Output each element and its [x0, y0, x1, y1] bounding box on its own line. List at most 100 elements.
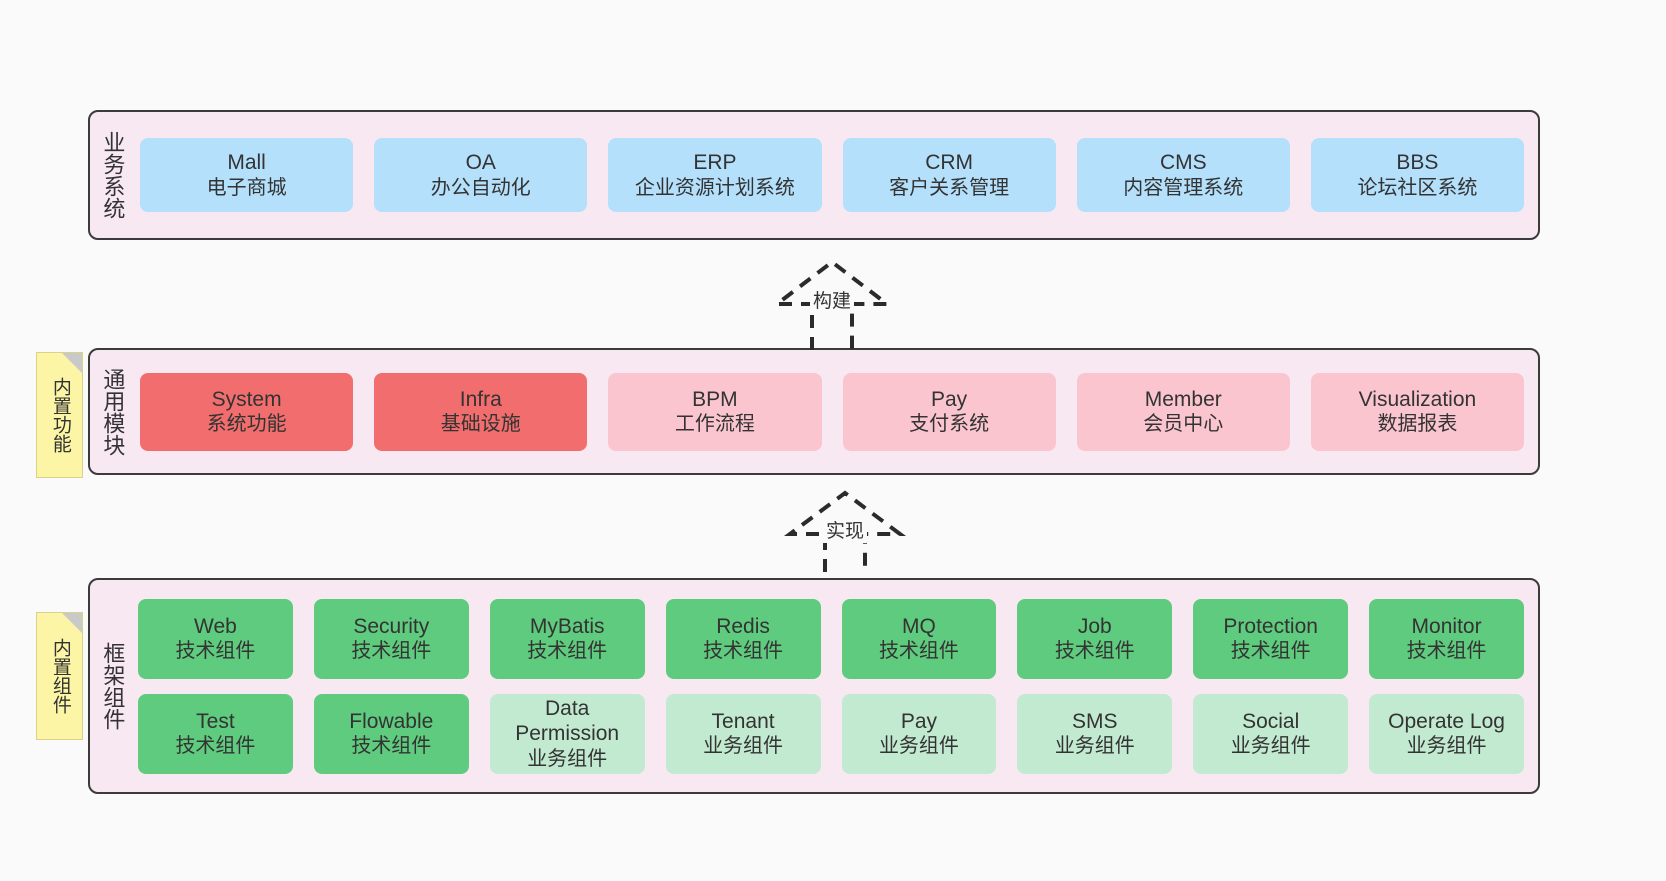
node-label-en: CMS: [1159, 151, 1207, 174]
node-label-cn: 论坛社区系统: [1357, 176, 1478, 199]
cell-row: Test 技术组件 Flowable 技术组件 Data Permission …: [138, 693, 1524, 774]
sticky-fold-icon: [62, 353, 82, 373]
node-redis[interactable]: Redis 技术组件: [665, 598, 821, 679]
node-label-en: ERP: [693, 151, 737, 174]
node-label-cn: 技术组件: [878, 640, 959, 663]
node-label-cn: 工作流程: [674, 413, 755, 436]
node-label-cn: 电子商城: [206, 176, 287, 199]
node-label-cn: 技术组件: [351, 735, 432, 758]
node-monitor[interactable]: Monitor 技术组件: [1369, 598, 1524, 679]
node-label-cn: 业务组件: [527, 747, 608, 770]
node-label-cn: 业务组件: [1406, 735, 1487, 758]
connector-implement-arrow: 实现: [770, 490, 920, 572]
connector-build-arrow: 构建: [757, 258, 907, 350]
node-job[interactable]: Job 技术组件: [1017, 598, 1173, 679]
node-label-en: Flowable: [349, 709, 434, 733]
node-infra[interactable]: Infra 基础设施: [374, 372, 588, 451]
node-label-en: Operate Log: [1388, 709, 1505, 733]
layer-common-modules: 通用模块 System 系统功能 Infra 基础设施 BPM 工作流程 Pay…: [88, 348, 1540, 475]
node-label-cn: 客户关系管理: [889, 176, 1010, 199]
node-mybatis[interactable]: MyBatis 技术组件: [489, 598, 645, 679]
node-label-cn: 技术组件: [351, 640, 432, 663]
node-label-en: Security: [353, 614, 430, 638]
node-test[interactable]: Test 技术组件: [138, 693, 293, 774]
sticky-fold-icon: [62, 613, 82, 633]
node-label-en: Mall: [227, 151, 266, 174]
node-label-cn: 技术组件: [1054, 640, 1135, 663]
node-label-en: SMS: [1072, 709, 1118, 733]
node-label-en: CRM: [925, 151, 974, 174]
node-label-cn: 会员中心: [1143, 413, 1224, 436]
node-label-cn: 技术组件: [175, 735, 256, 758]
node-bpm[interactable]: BPM 工作流程: [608, 372, 822, 451]
cell-row: System 系统功能 Infra 基础设施 BPM 工作流程 Pay 支付系统…: [140, 372, 1525, 451]
layer-title-business: 业务系统: [100, 131, 126, 219]
node-data-permission[interactable]: Data Permission 业务组件: [489, 693, 645, 774]
node-mall[interactable]: Mall 电子商城: [140, 138, 354, 212]
node-label-en: Pay: [900, 709, 938, 733]
node-label-en: Tenant: [711, 709, 775, 733]
node-label-cn: 数据报表: [1377, 413, 1458, 436]
node-pay-module[interactable]: Pay 支付系统: [842, 372, 1056, 451]
node-label-cn: 技术组件: [1230, 640, 1311, 663]
node-security[interactable]: Security 技术组件: [313, 598, 469, 679]
node-label-en: Infra: [459, 387, 502, 411]
node-label-en: Web: [194, 614, 237, 638]
node-label-cn: 支付系统: [909, 413, 990, 436]
node-label-en: BPM: [692, 387, 738, 411]
node-label-en: Data Permission: [515, 696, 620, 746]
sticky-note-builtin-components: 内置组件: [36, 612, 83, 740]
node-label-en: BBS: [1396, 151, 1439, 174]
node-label-en: MQ: [902, 614, 936, 638]
node-oa[interactable]: OA 办公自动化: [374, 138, 588, 212]
node-label-cn: 技术组件: [703, 640, 784, 663]
node-label-cn: 业务组件: [878, 735, 959, 758]
node-label-en: MyBatis: [529, 614, 605, 638]
node-sms[interactable]: SMS 业务组件: [1017, 693, 1173, 774]
sticky-note-text: 内置组件: [49, 638, 71, 714]
node-label-en: Protection: [1223, 614, 1318, 638]
node-mq[interactable]: MQ 技术组件: [841, 598, 997, 679]
cell-row: Web 技术组件 Security 技术组件 MyBatis 技术组件 Redi…: [138, 598, 1524, 679]
node-label-en: Social: [1242, 709, 1300, 733]
node-protection[interactable]: Protection 技术组件: [1193, 598, 1349, 679]
node-label-cn: 基础设施: [440, 413, 521, 436]
node-label-cn: 企业资源计划系统: [634, 176, 795, 199]
node-bbs[interactable]: BBS 论坛社区系统: [1310, 138, 1525, 212]
node-tenant[interactable]: Tenant 业务组件: [665, 693, 821, 774]
node-cms[interactable]: CMS 内容管理系统: [1076, 138, 1290, 212]
node-label-cn: 技术组件: [1406, 640, 1487, 663]
node-operate-log[interactable]: Operate Log 业务组件: [1369, 693, 1524, 774]
node-social[interactable]: Social 业务组件: [1193, 693, 1349, 774]
node-label-cn: 业务组件: [703, 735, 784, 758]
layer-business-systems: 业务系统 Mall 电子商城 OA 办公自动化 ERP 企业资源计划系统 CRM…: [88, 110, 1540, 240]
node-label-cn: 系统功能: [206, 413, 287, 436]
node-label-en: Member: [1144, 387, 1222, 411]
node-label-cn: 技术组件: [175, 640, 256, 663]
node-crm[interactable]: CRM 客户关系管理: [842, 138, 1056, 212]
node-visualization[interactable]: Visualization 数据报表: [1310, 372, 1525, 451]
layer-framework-components: 框架组件 Web 技术组件 Security 技术组件 MyBatis 技术组件…: [88, 578, 1540, 794]
node-label-en: Visualization: [1358, 387, 1477, 411]
node-label-cn: 业务组件: [1230, 735, 1311, 758]
node-label-en: Test: [196, 709, 235, 733]
sticky-note-text: 内置功能: [49, 377, 71, 453]
sticky-note-builtin-features: 内置功能: [36, 352, 83, 478]
node-system[interactable]: System 系统功能: [140, 372, 354, 451]
layer-body-modules: System 系统功能 Infra 基础设施 BPM 工作流程 Pay 支付系统…: [134, 350, 1538, 473]
node-label-en: Job: [1077, 614, 1112, 638]
node-web[interactable]: Web 技术组件: [138, 598, 293, 679]
node-erp[interactable]: ERP 企业资源计划系统: [608, 138, 822, 212]
node-pay-component[interactable]: Pay 业务组件: [841, 693, 997, 774]
layer-title-framework: 框架组件: [100, 642, 126, 730]
node-label-en: Redis: [716, 614, 770, 638]
node-label-cn: 办公自动化: [430, 176, 531, 199]
node-member[interactable]: Member 会员中心: [1076, 372, 1290, 451]
node-label-en: OA: [465, 151, 496, 174]
node-flowable[interactable]: Flowable 技术组件: [313, 693, 469, 774]
node-label-cn: 技术组件: [527, 640, 608, 663]
node-label-en: System: [211, 387, 282, 411]
layer-body-business: Mall 电子商城 OA 办公自动化 ERP 企业资源计划系统 CRM 客户关系…: [134, 112, 1538, 238]
node-label-en: Monitor: [1411, 614, 1482, 638]
